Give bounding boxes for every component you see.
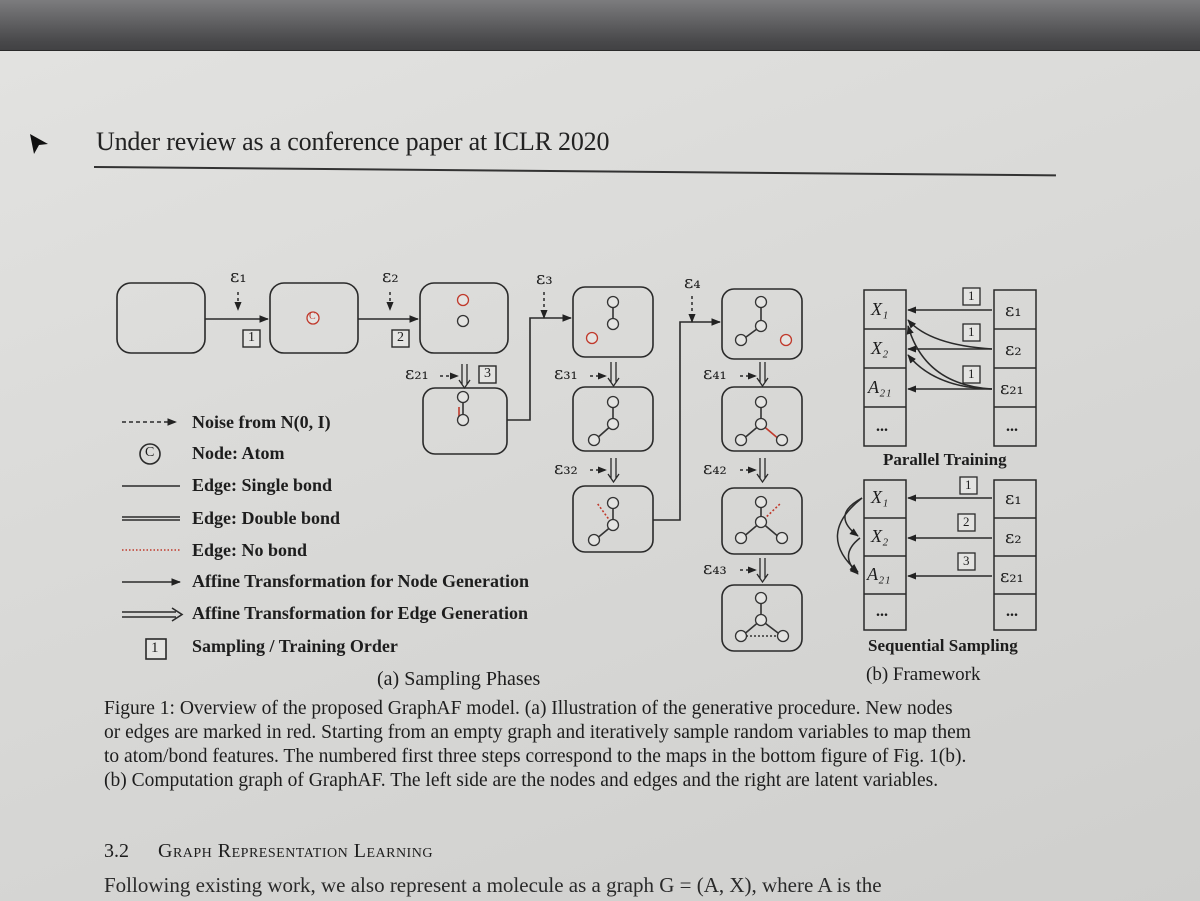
graph-box-step4 [721, 288, 803, 360]
legend-node: Node: Atom [192, 443, 285, 463]
epsilon-4: ε₄ [684, 272, 701, 293]
section-title: Graph Representation Learning [158, 840, 433, 862]
epsilon-32: ε₃₂ [554, 458, 578, 479]
legend-affine-node: Affine Transformation for Node Generatio… [192, 571, 529, 591]
legend-noise: Noise from N(0, I) [192, 412, 331, 432]
legend-order-box [145, 638, 167, 660]
legend-no-bond: Edge: No bond [192, 540, 308, 560]
epsilon-2: ε₂ [382, 266, 399, 287]
caption-line-3: to atom/bond features. The numbered firs… [104, 746, 967, 767]
pt-e21: ε₂₁ [1000, 378, 1024, 399]
pt-a21: A₂₁ [868, 377, 892, 397]
mouse-cursor-icon [30, 134, 48, 154]
pt-e1: ε₁ [1005, 300, 1022, 321]
epsilon-41: ε₄₁ [703, 363, 727, 384]
epsilon-3: ε₃ [536, 268, 553, 289]
order-number-1: 1 [248, 330, 255, 345]
graph-box-step4c [721, 487, 803, 555]
pt-order-1a-label: 1 [968, 288, 975, 303]
epsilon-43: ε₄₃ [703, 558, 727, 579]
ss-x1: X₁ [871, 487, 889, 507]
pt-x1: X₁ [871, 299, 889, 319]
legend-node-symbol [139, 443, 161, 465]
ss-order-1 [959, 476, 978, 495]
parallel-training-label: Parallel Training [883, 450, 1007, 469]
graph-box-step1 [269, 282, 359, 354]
graph-box-empty [116, 282, 206, 354]
epsilon-42: ε₄₂ [703, 458, 727, 479]
page-header: Under review as a conference paper at IC… [96, 127, 610, 156]
pt-order-1b-label: 1 [968, 324, 975, 339]
ss-x2: X₂ [871, 526, 889, 546]
ss-a21: A₂₁ [867, 564, 891, 584]
ss-order-1-label: 1 [965, 477, 972, 492]
order-number-3: 3 [484, 366, 491, 381]
graph-box-step3 [572, 286, 654, 358]
ss-dots-right: ... [1006, 603, 1018, 620]
graph-box-step2 [419, 282, 509, 354]
legend-order-symbol-label: 1 [151, 640, 159, 656]
graph-box-step3c [572, 485, 654, 553]
pt-x2: X₂ [871, 338, 889, 358]
ss-right-column [993, 479, 1037, 631]
caption-line-4: (b) Computation graph of GraphAF. The le… [104, 770, 939, 791]
ss-e21: ε₂₁ [1000, 566, 1024, 587]
figure-caption: Figure 1: Overview of the proposed Graph… [104, 697, 1064, 793]
pt-e2: ε₂ [1005, 339, 1022, 360]
graph-box-step4d [721, 584, 803, 652]
order-box-3 [478, 365, 497, 384]
caption-line-2: or edges are marked in red. Starting fro… [104, 722, 971, 743]
ss-order-3-label: 3 [963, 553, 970, 568]
pt-dots-left: ... [876, 418, 888, 435]
ss-order-3 [957, 552, 976, 571]
order-box-2 [391, 329, 410, 348]
ss-order-2 [957, 513, 976, 532]
body-text-line: Following existing work, we also represe… [104, 873, 882, 897]
ss-dots-left: ... [876, 603, 888, 620]
section-heading: 3.2 Graph Representation Learning [104, 840, 433, 863]
epsilon-1: ε₁ [230, 266, 247, 287]
epsilon-21: ε₂₁ [405, 363, 429, 384]
legend-affine-edge: Affine Transformation for Edge Generatio… [192, 603, 528, 623]
atom-node [306, 311, 320, 325]
graph-box-step3b [572, 386, 654, 452]
legend-double-bond: Edge: Double bond [192, 508, 341, 528]
legend-single-bond: Edge: Single bond [192, 475, 333, 495]
order-box-1 [242, 329, 261, 348]
pt-order-1b [962, 323, 981, 342]
legend-order: Sampling / Training Order [192, 636, 398, 656]
graph-box-step4b [721, 386, 803, 452]
paper-sheet [0, 50, 1200, 901]
pt-order-1a [962, 287, 981, 306]
order-number-2: 2 [397, 330, 404, 345]
ss-order-2-label: 2 [963, 514, 970, 529]
pt-order-1c-label: 1 [968, 366, 975, 381]
ss-e1: ε₁ [1005, 488, 1022, 509]
caption-line-1: Figure 1: Overview of the proposed Graph… [104, 698, 953, 719]
epsilon-31: ε₃₁ [554, 363, 578, 384]
pt-order-1c [962, 365, 981, 384]
subcaption-a: (a) Sampling Phases [377, 668, 541, 690]
pt-dots-right: ... [1006, 418, 1018, 435]
legend-node-symbol-label: C [145, 445, 155, 460]
ss-left-column [863, 479, 907, 631]
sequential-sampling-label: Sequential Sampling [868, 636, 1018, 655]
subcaption-b: (b) Framework [866, 664, 981, 685]
section-number: 3.2 [104, 840, 129, 862]
atom-label: C [309, 311, 316, 322]
ss-e2: ε₂ [1005, 527, 1022, 548]
